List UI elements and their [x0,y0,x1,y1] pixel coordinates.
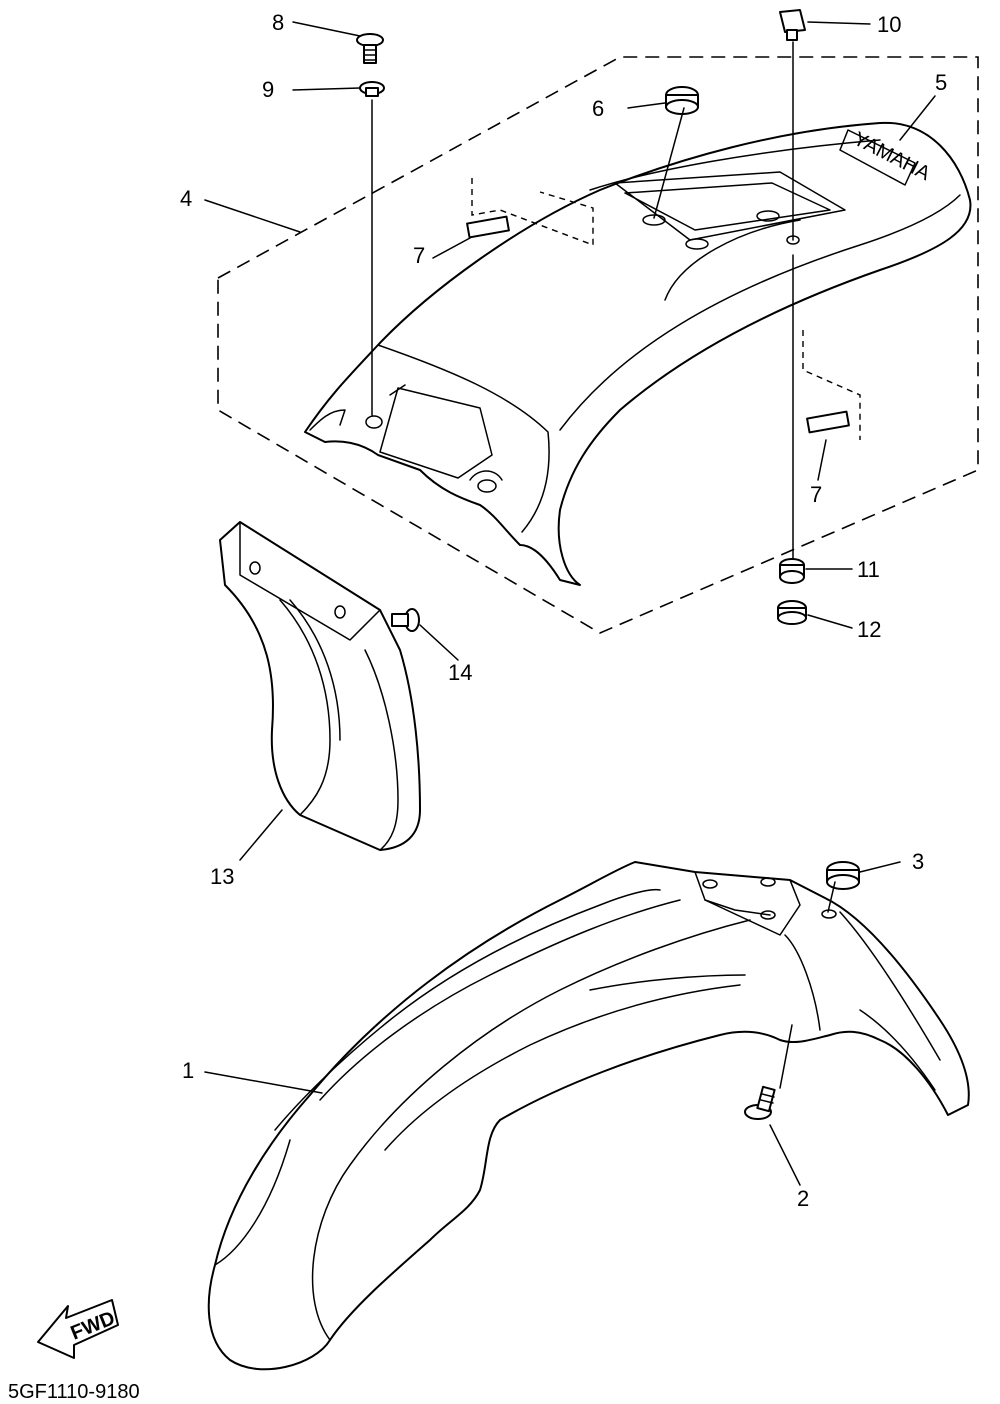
callout-8: 8 [272,10,284,35]
callout-4: 4 [180,186,192,211]
front-fender [207,861,970,1371]
screw-part-14 [391,608,420,632]
callout-5: 5 [935,70,947,95]
callout-11: 11 [857,557,880,582]
callout-9: 9 [262,77,274,102]
callout-3: 3 [912,849,924,874]
callout-12: 12 [857,617,881,642]
callout-13: 13 [210,864,234,889]
callout-7-left: 7 [413,243,425,268]
callout-14: 14 [448,660,472,685]
mud-flap [219,521,421,851]
callout-6: 6 [592,96,604,121]
nut-part-12 [777,600,807,625]
reference-code: 5GF1110-9180 [8,1381,140,1403]
callout-7-right: 7 [810,482,822,507]
bolt-part-10 [779,9,806,41]
rear-fender: YAMAHA [304,121,972,586]
washer-part-9 [359,81,385,97]
grommet-part-6 [665,86,699,115]
grommet-part-3 [826,861,860,890]
callout-2: 2 [797,1186,809,1211]
side-decal-right [806,410,850,434]
side-decal-left [466,215,510,239]
callout-1: 1 [182,1058,194,1083]
bolt-part-2 [744,1085,776,1120]
callout-10: 10 [877,12,901,37]
bolt-part-8 [356,33,384,64]
collar-part-11 [779,558,805,584]
forward-direction-arrow: FWD [37,1299,119,1359]
